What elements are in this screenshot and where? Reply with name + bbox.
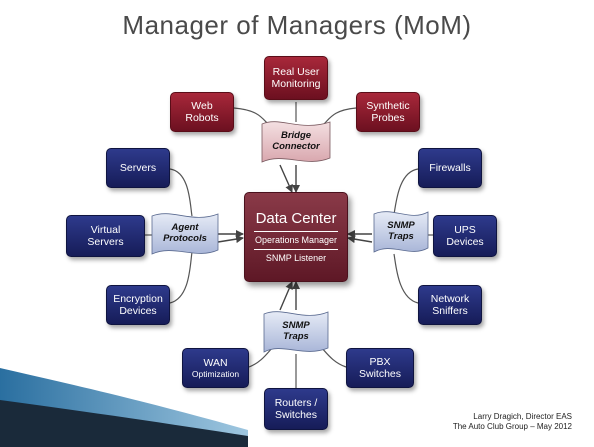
node-synthetic-probes: Synthetic Probes <box>356 92 420 132</box>
node-firewalls: Firewalls <box>418 148 482 188</box>
arrows-to-data-center <box>217 164 373 311</box>
snmp-traps-right-flag <box>373 211 429 253</box>
node-wan-optimization: WAN Optimization <box>182 348 249 388</box>
swoosh-dark-band <box>0 400 248 447</box>
snmp-traps-right-label: SNMP Traps <box>387 220 415 242</box>
node-web-robots: Web Robots <box>170 92 234 132</box>
author-credit: Larry Dragich, Director EAS The Auto Clu… <box>452 412 572 431</box>
bridge-connector-flag <box>261 121 331 163</box>
node-network-sniffers: Network Sniffers <box>418 285 482 325</box>
node-encryption-devices: Encryption Devices <box>106 285 170 325</box>
data-center-line2: SNMP Listener <box>265 253 327 263</box>
node-routers-switches: Routers / Switches <box>264 388 328 430</box>
node-virtual-servers: Virtual Servers <box>66 215 145 257</box>
data-center-divider <box>254 231 338 232</box>
bridge-connector-label: Bridge Connector <box>272 130 320 152</box>
node-real-user-monitoring: Real User Monitoring <box>264 56 328 100</box>
agent-protocols-flag <box>151 213 219 255</box>
node-servers: Servers <box>106 148 170 188</box>
node-pbx-switches: PBX Switches <box>346 348 414 388</box>
node-ups-devices: UPS Devices <box>433 215 497 257</box>
data-center-box: Data Center Operations Manager SNMP List… <box>244 192 348 282</box>
slide-title: Manager of Managers (MoM) <box>122 10 472 40</box>
snmp-traps-bottom-flag <box>263 311 329 353</box>
data-center-title: Data Center <box>255 210 337 227</box>
agent-protocols-label: Agent Protocols <box>163 222 207 244</box>
data-center-divider-2 <box>254 249 338 250</box>
data-center-line1: Operations Manager <box>254 235 338 245</box>
snmp-traps-bottom-label: SNMP Traps <box>282 320 310 342</box>
